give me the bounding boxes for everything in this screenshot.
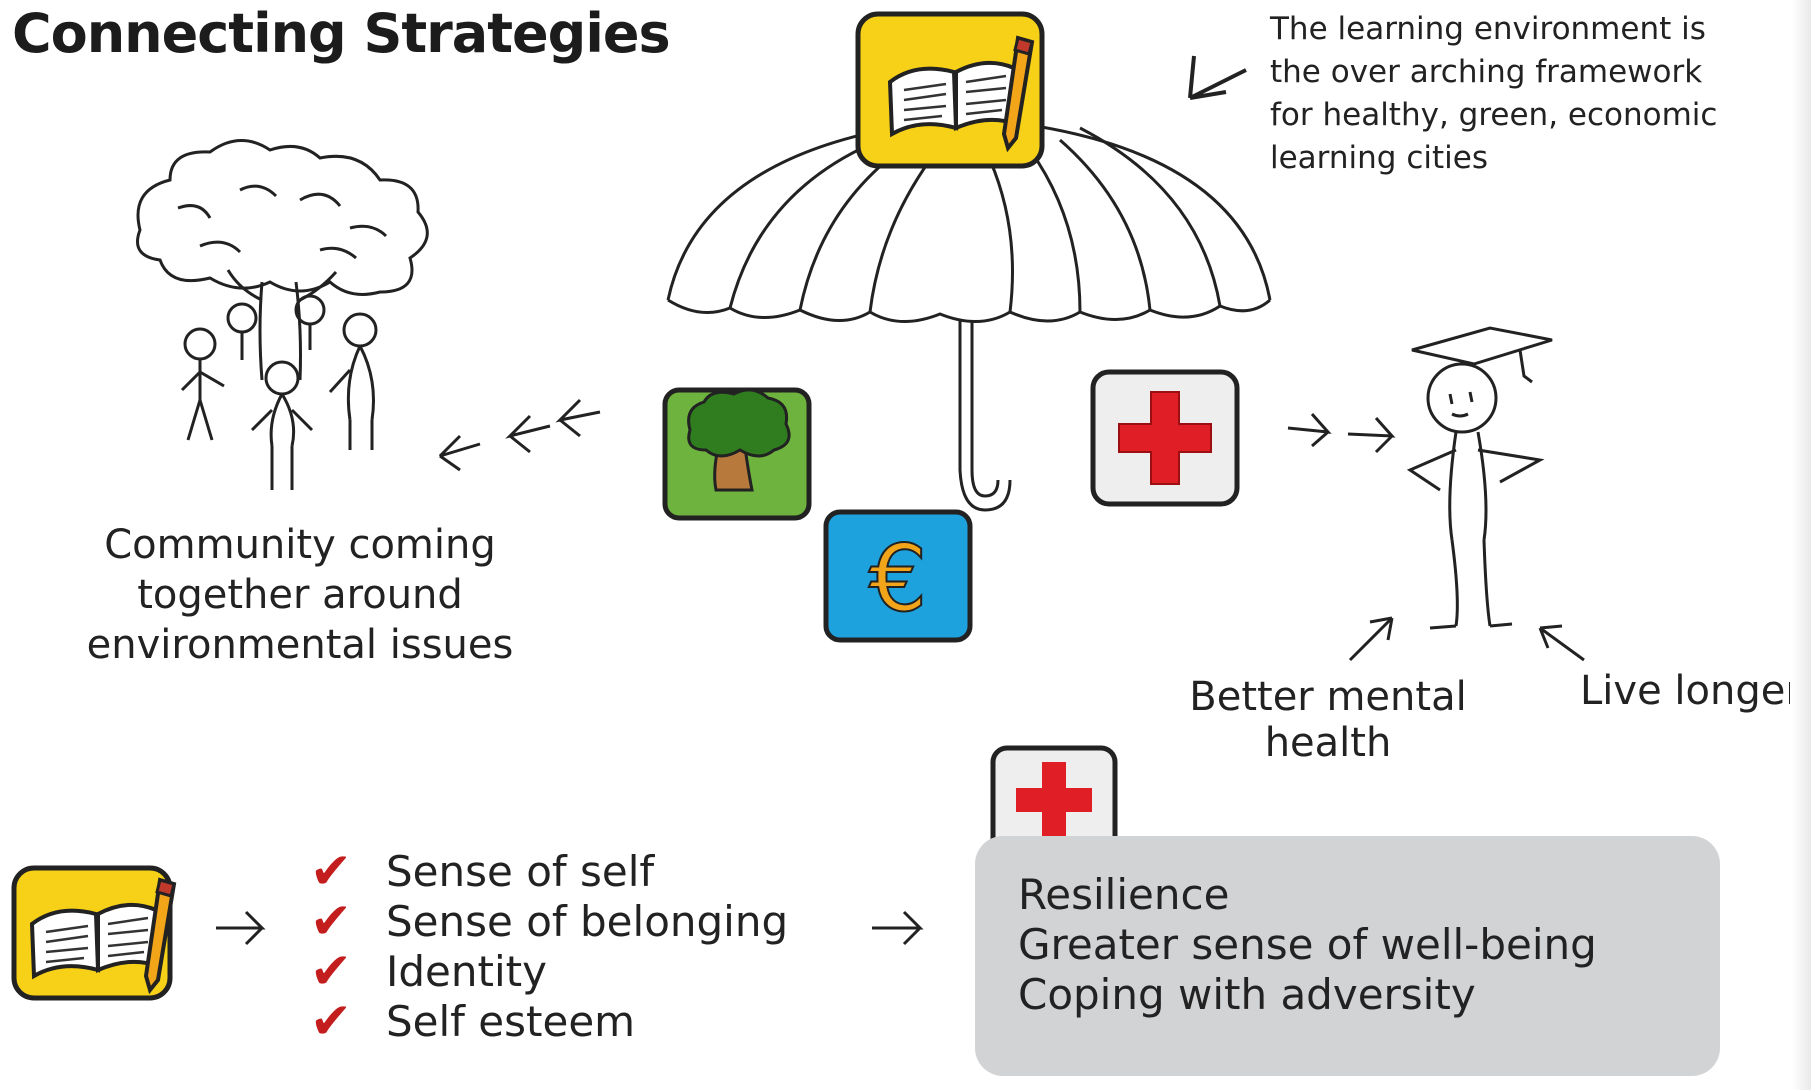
outcome-item: Coping with adversity	[1018, 970, 1476, 1019]
community-caption-line: Community coming	[104, 522, 496, 568]
checklist-item: ✔ Sense of self	[310, 846, 654, 896]
umbrella-note-line: learning cities	[1270, 140, 1488, 176]
community-caption-line: together around	[137, 572, 463, 618]
svg-text:€: €	[869, 525, 928, 632]
label-arrows	[1348, 616, 1585, 662]
checkmark-icon: ✔	[310, 992, 352, 1050]
note-arrow	[1188, 55, 1247, 100]
health-arrows	[1287, 413, 1396, 454]
tree-icon	[662, 387, 812, 521]
live-longer-label: Live longer	[1580, 668, 1790, 714]
checklist-text: Sense of belonging	[386, 896, 789, 946]
checkmark-icon: ✔	[310, 842, 352, 900]
bottom-health-cross-icon	[990, 745, 1118, 859]
graduate-figure-drawing	[1406, 326, 1553, 630]
page-title: Connecting Strategies	[12, 2, 671, 65]
community-arrows	[438, 398, 601, 472]
checklist-text: Self esteem	[386, 996, 636, 1046]
community-caption: Community coming together around environ…	[50, 520, 550, 670]
bottom-book-icon	[11, 865, 176, 1001]
checkmark-icon: ✔	[310, 892, 352, 950]
umbrella-note: The learning environment is the over arc…	[1270, 8, 1717, 180]
page-edge-shadow	[1792, 0, 1811, 1090]
health-cross-icon	[1090, 369, 1240, 507]
bottom-arrows	[216, 910, 924, 946]
community-caption-line: environmental issues	[86, 622, 514, 668]
checklist-item: ✔ Self esteem	[310, 996, 635, 1046]
umbrella-note-line: for healthy, green, economic	[1270, 97, 1718, 133]
mental-health-line: Better mental	[1189, 674, 1467, 720]
checklist-text: Identity	[386, 946, 547, 996]
checklist-text: Sense of self	[386, 846, 655, 896]
umbrella-note-line: the over arching framework	[1270, 54, 1703, 90]
mental-health-line: health	[1264, 720, 1392, 766]
umbrella-book-icon	[855, 11, 1045, 169]
outcome-item: Greater sense of well-being	[1018, 920, 1597, 969]
checkmark-icon: ✔	[310, 942, 352, 1000]
outcomes-box	[975, 836, 1720, 1076]
umbrella-note-line: The learning environment is	[1270, 11, 1706, 47]
mental-health-label: Better mental health	[1168, 674, 1488, 766]
outcome-item: Resilience	[1018, 870, 1230, 919]
checklist-item: ✔ Identity	[310, 946, 547, 996]
umbrella-drawing	[666, 116, 1272, 512]
checklist-item: ✔ Sense of belonging	[310, 896, 788, 946]
community-tree-drawing	[136, 139, 429, 490]
euro-icon: €	[823, 509, 973, 643]
